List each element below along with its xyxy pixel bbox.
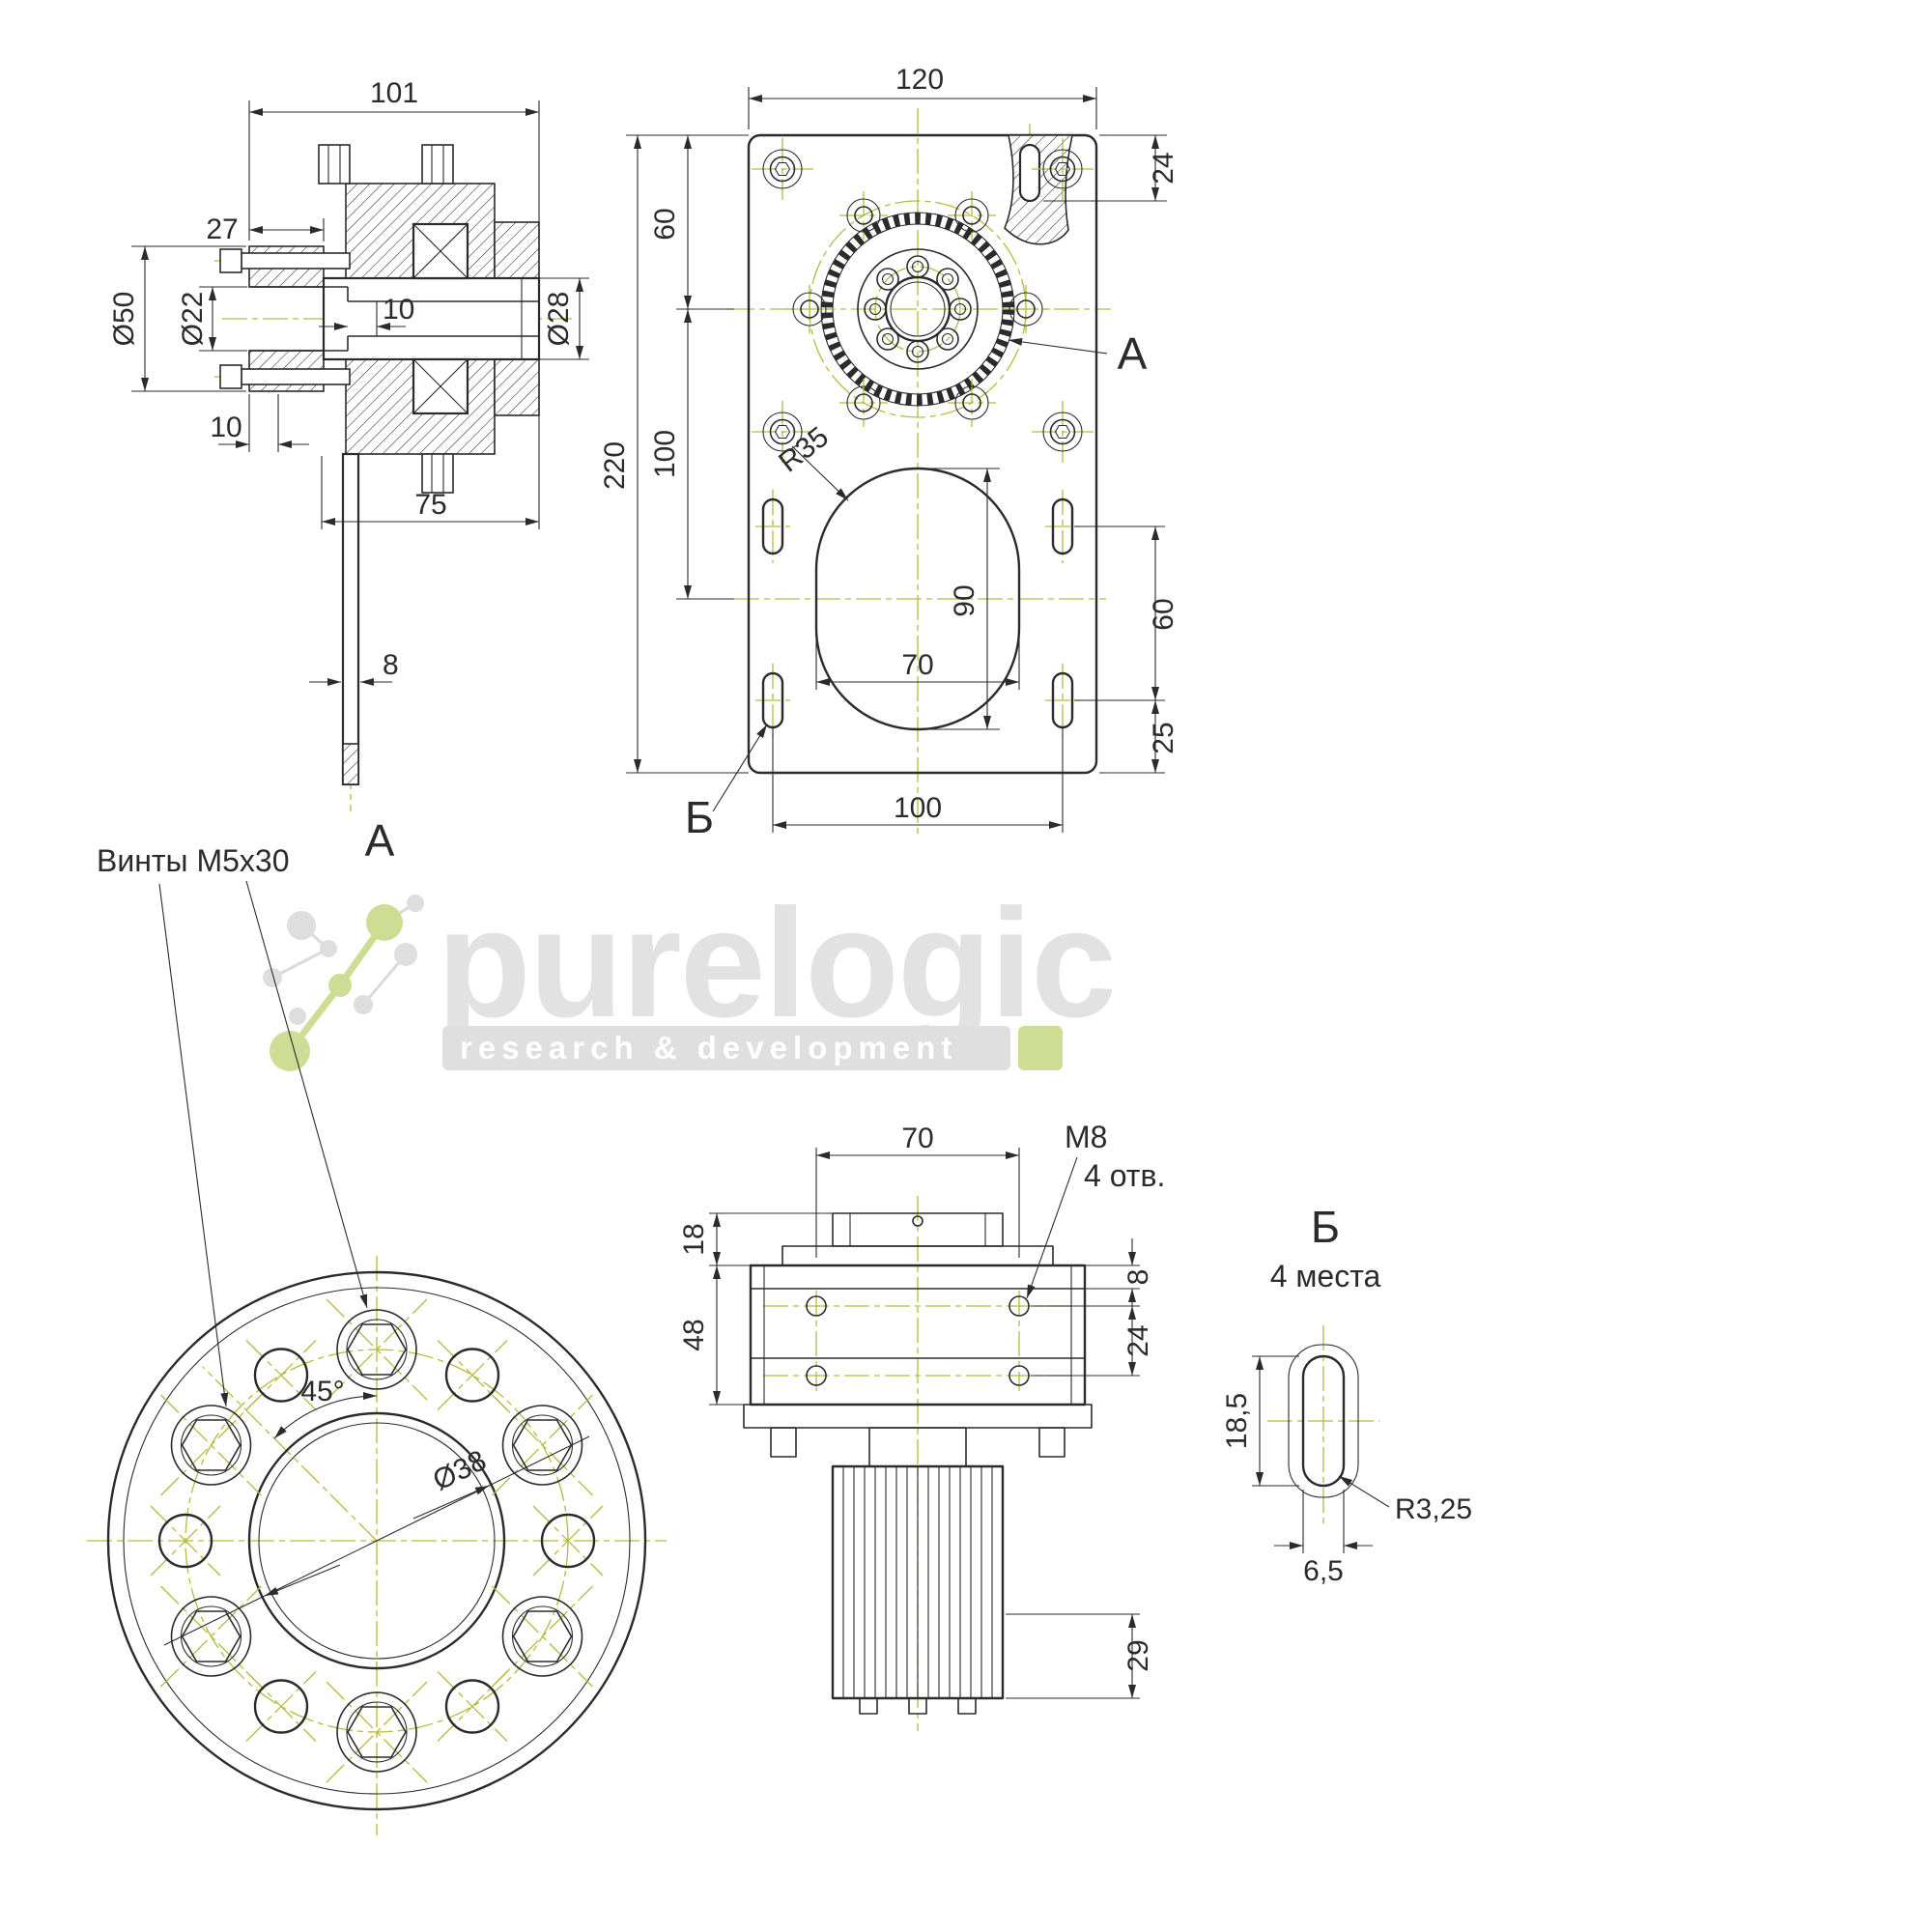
purelogic-logo-icon bbox=[263, 895, 424, 1071]
dim-25: 25 bbox=[1148, 722, 1179, 753]
dim-27: 27 bbox=[206, 213, 238, 245]
dim-6-5: 6,5 bbox=[1303, 1555, 1344, 1587]
flange-bolt-top bbox=[219, 248, 351, 273]
dim-120: 120 bbox=[895, 64, 944, 96]
dim-r35: R35 bbox=[773, 421, 835, 479]
sprocket-screws bbox=[864, 255, 972, 363]
dim-24-side: 24 bbox=[1122, 1324, 1154, 1356]
side-bolt-right bbox=[1038, 1427, 1065, 1458]
dim-8: 8 bbox=[383, 649, 399, 681]
detail-slot bbox=[1301, 1354, 1346, 1488]
shaft-body bbox=[322, 276, 541, 361]
side-bolt-left bbox=[770, 1427, 797, 1458]
dim-220: 220 bbox=[599, 441, 631, 490]
bearing-bottom bbox=[412, 357, 469, 415]
housing-cap-bottom bbox=[494, 358, 540, 416]
dim-100-bottom: 100 bbox=[894, 792, 942, 824]
dim-d22: Ø22 bbox=[177, 292, 209, 347]
section-view-label-a: А bbox=[365, 815, 395, 866]
note-4otv: 4 отв. bbox=[1084, 1158, 1165, 1193]
flange-outer-edge bbox=[106, 1270, 647, 1811]
housing-cap-top bbox=[494, 221, 540, 279]
dim-90: 90 bbox=[949, 584, 980, 616]
plate-stem bbox=[341, 452, 360, 786]
dim-d28: Ø28 bbox=[543, 292, 575, 347]
dim-60-right: 60 bbox=[1148, 598, 1179, 630]
flange-bolt-bottom bbox=[219, 364, 351, 389]
oval-cutout bbox=[814, 467, 1021, 731]
watermark-tagline-bar bbox=[442, 1026, 1010, 1070]
plate-outline bbox=[747, 133, 1098, 775]
dim-24: 24 bbox=[1148, 152, 1179, 184]
detail-slot-outer bbox=[1288, 1344, 1359, 1498]
view-plate: 120 24 60 100 220 R35 90 70 bbox=[599, 64, 1179, 842]
housing-bolt-top-left bbox=[318, 144, 351, 185]
dim-10-flange: 10 bbox=[210, 412, 242, 443]
note-m8: М8 bbox=[1065, 1120, 1107, 1154]
dim-100-left: 100 bbox=[649, 430, 681, 478]
dim-18: 18 bbox=[678, 1223, 710, 1255]
watermark-tagline-text: research & development bbox=[460, 1030, 957, 1065]
watermark-green-square bbox=[1018, 1026, 1063, 1070]
dim-101: 101 bbox=[370, 77, 418, 109]
dim-r3-25: R3,25 bbox=[1395, 1493, 1472, 1525]
section-dimensions: 101 27 Ø50 Ø22 10 Ø28 10 bbox=[108, 77, 589, 686]
dim-48: 48 bbox=[678, 1319, 710, 1350]
plate-dimensions: 120 24 60 100 220 R35 90 70 bbox=[599, 64, 1179, 833]
dim-8-side: 8 bbox=[1122, 1269, 1154, 1286]
plate-label-a: А bbox=[1118, 328, 1148, 379]
watermark-brand-text: purelogic bbox=[437, 876, 1115, 1049]
corner-slot bbox=[1018, 143, 1041, 203]
dim-d50: Ø50 bbox=[108, 292, 140, 347]
detail-places-note: 4 места bbox=[1270, 1259, 1381, 1293]
bearing-top bbox=[412, 222, 469, 280]
dim-75: 75 bbox=[414, 489, 446, 521]
dim-45: 45° bbox=[300, 1376, 344, 1407]
motor-gear bbox=[831, 1464, 1005, 1715]
housing-bolt-bottom-right bbox=[421, 453, 454, 494]
view-side: 70 М8 4 отв. 18 48 8 24 29 bbox=[678, 1120, 1165, 1731]
flange-screws-note: Винты М5х30 bbox=[97, 843, 289, 878]
plate-stem-section bbox=[342, 743, 359, 785]
detail-label-b: Б bbox=[1311, 1202, 1340, 1252]
housing-bolt-top-right bbox=[421, 144, 454, 185]
dim-10-bore: 10 bbox=[383, 294, 414, 326]
plate-label-b: Б bbox=[685, 792, 714, 842]
flange-bore bbox=[247, 1411, 506, 1670]
watermark: purelogic research & development bbox=[263, 876, 1117, 1071]
dim-70-side: 70 bbox=[901, 1122, 933, 1154]
view-detail-b: Б 4 места 18,5 R3,25 6,5 bbox=[1221, 1202, 1472, 1587]
dim-18-5: 18,5 bbox=[1221, 1393, 1253, 1449]
dim-29: 29 bbox=[1122, 1639, 1154, 1671]
dim-60-top: 60 bbox=[649, 208, 681, 240]
view-section: 101 27 Ø50 Ø22 10 Ø28 10 bbox=[108, 77, 589, 866]
dim-70: 70 bbox=[901, 649, 933, 681]
side-dimensions: 70 М8 4 отв. 18 48 8 24 29 bbox=[678, 1120, 1165, 1699]
